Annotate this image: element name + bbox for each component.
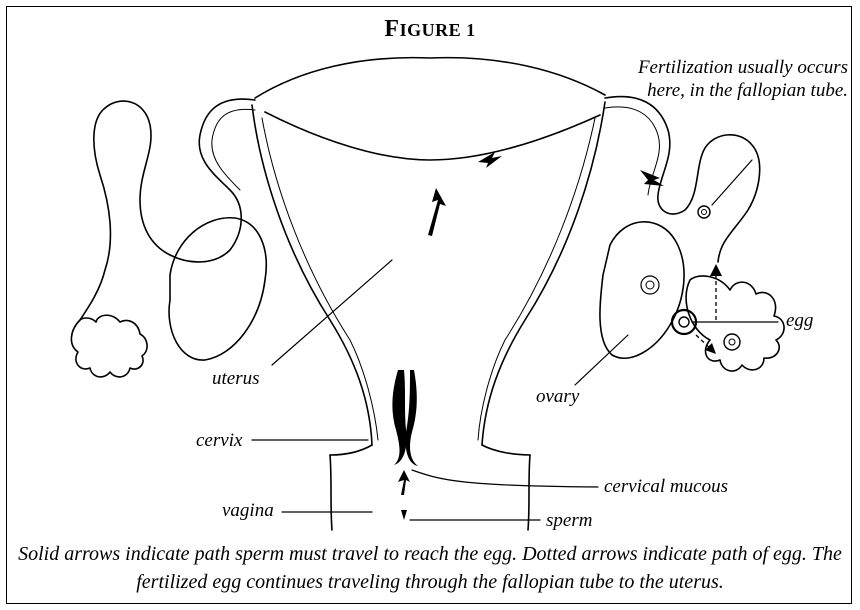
left-ovary [169, 218, 266, 360]
egg-fimbriae-nucleus [729, 339, 735, 345]
figure-caption: Solid arrows indicate path sperm must tr… [10, 540, 850, 596]
vagina-right-wall [482, 445, 530, 455]
vagina-right-side [528, 455, 530, 530]
right-fallopian-tube [605, 97, 760, 262]
vagina-left-side [330, 455, 332, 530]
uterus-inner-top [265, 112, 600, 160]
fertilized-egg-tube-nucleus [702, 210, 707, 215]
cervical-mucous-pointer-line [412, 470, 598, 487]
uterus-label: uterus [212, 368, 260, 390]
egg-label: egg [786, 310, 813, 332]
sperm-arrow-vagina [398, 470, 410, 495]
sperm-arrow-uterus [428, 188, 446, 236]
egg-fimbriae [724, 334, 740, 350]
left-fimbriae [71, 315, 147, 377]
fertilized-egg-tube [698, 206, 710, 218]
sperm-label: sperm [546, 510, 592, 532]
ovary-pointer-line [575, 335, 628, 385]
cervix-label: cervix [196, 430, 242, 452]
left-fallopian-tube [80, 99, 255, 320]
cervical-mucous-label: cervical mucous [604, 476, 728, 498]
cervix-mucous-right [406, 370, 419, 466]
egg-in-ovary-1 [641, 276, 659, 294]
fertilization-note: Fertilization usually occurs here, in th… [628, 56, 848, 102]
ovary-label: ovary [536, 386, 579, 408]
egg-in-ovary-1-nucleus [646, 281, 654, 289]
cervix-mucous-left [392, 370, 406, 465]
egg-released-nucleus [679, 317, 689, 327]
fertilization-pointer-line [712, 160, 752, 205]
sperm-mark-lower [401, 510, 407, 520]
right-fimbriae [686, 276, 784, 371]
uterus-outline [255, 58, 605, 98]
uterus-inner-left [262, 118, 378, 440]
uterus-pointer-line [272, 260, 392, 365]
vagina-label: vagina [222, 500, 274, 522]
egg-path-arrowhead-up [710, 264, 722, 276]
vagina-left-wall [330, 445, 372, 455]
